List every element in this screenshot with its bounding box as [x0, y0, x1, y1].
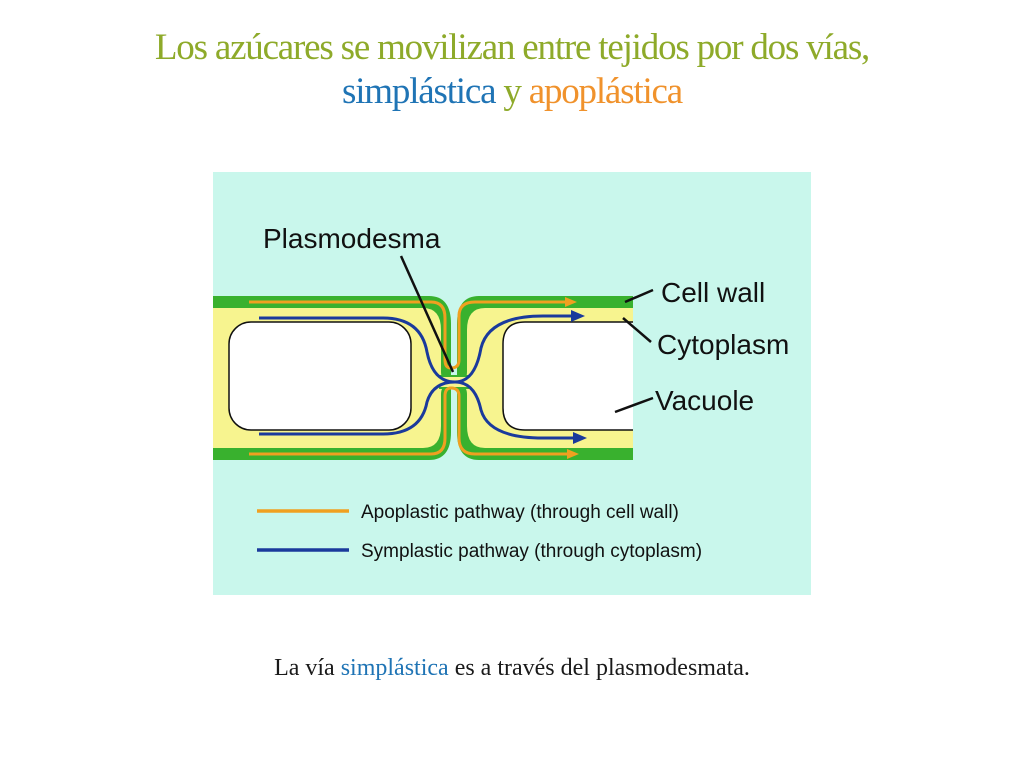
page-title: Los azúcares se movilizan entre tejidos … — [0, 26, 1024, 114]
title-line-2: simplástica y apoplástica — [0, 70, 1024, 114]
apoplastic-arrowhead-bottom — [567, 449, 579, 459]
cytoplasm-label: Cytoplasm — [657, 329, 789, 360]
caption-part-1: La vía — [274, 655, 335, 681]
title-line-1: Los azúcares se movilizan entre tejidos … — [154, 27, 870, 68]
caption: La vía simplástica es a través del plasm… — [0, 655, 1024, 682]
caption-symplastic-word: simplástica — [340, 655, 449, 681]
symplastic-arrowhead-top — [571, 310, 585, 322]
title-apoplastic-word: apoplástica — [528, 71, 683, 112]
legend-apoplastic-label: Apoplastic pathway (through cell wall) — [361, 502, 679, 523]
vacuole-label: Vacuole — [655, 385, 754, 416]
legend: Apoplastic pathway (through cell wall) S… — [257, 502, 702, 562]
cytoplasm-pointer-line — [622, 317, 652, 343]
vacuole-pointer-line — [614, 396, 654, 414]
title-symplastic-word: simplástica — [342, 71, 496, 112]
right-cell — [457, 296, 633, 460]
title-conjunction: y — [503, 71, 522, 112]
symplastic-pathway-arrows — [259, 314, 575, 440]
legend-symplastic-label: Symplastic pathway (through cytoplasm) — [361, 541, 702, 562]
left-cell — [213, 296, 451, 460]
apoplastic-arrowhead-top — [565, 297, 577, 307]
diagram-svg: Plasmodesma Cell wall Cytoplasm Vacuole … — [213, 223, 789, 562]
plasmodesma-diagram: Plasmodesma Cell wall Cytoplasm Vacuole … — [213, 172, 811, 595]
caption-part-3: es a través del plasmodesmata. — [454, 655, 750, 681]
symplastic-arrowhead-bottom — [573, 432, 587, 444]
plasmodesma-label: Plasmodesma — [263, 223, 441, 254]
cell-wall-label: Cell wall — [661, 277, 765, 308]
cell-wall-pointer-line — [624, 288, 654, 304]
right-vacuole — [502, 321, 633, 431]
left-vacuole — [228, 321, 412, 431]
symplastic-arrow-bottom — [259, 380, 575, 440]
plasmodesma-pointer-line — [399, 255, 455, 373]
apoplastic-arrow-bottom — [249, 386, 573, 456]
